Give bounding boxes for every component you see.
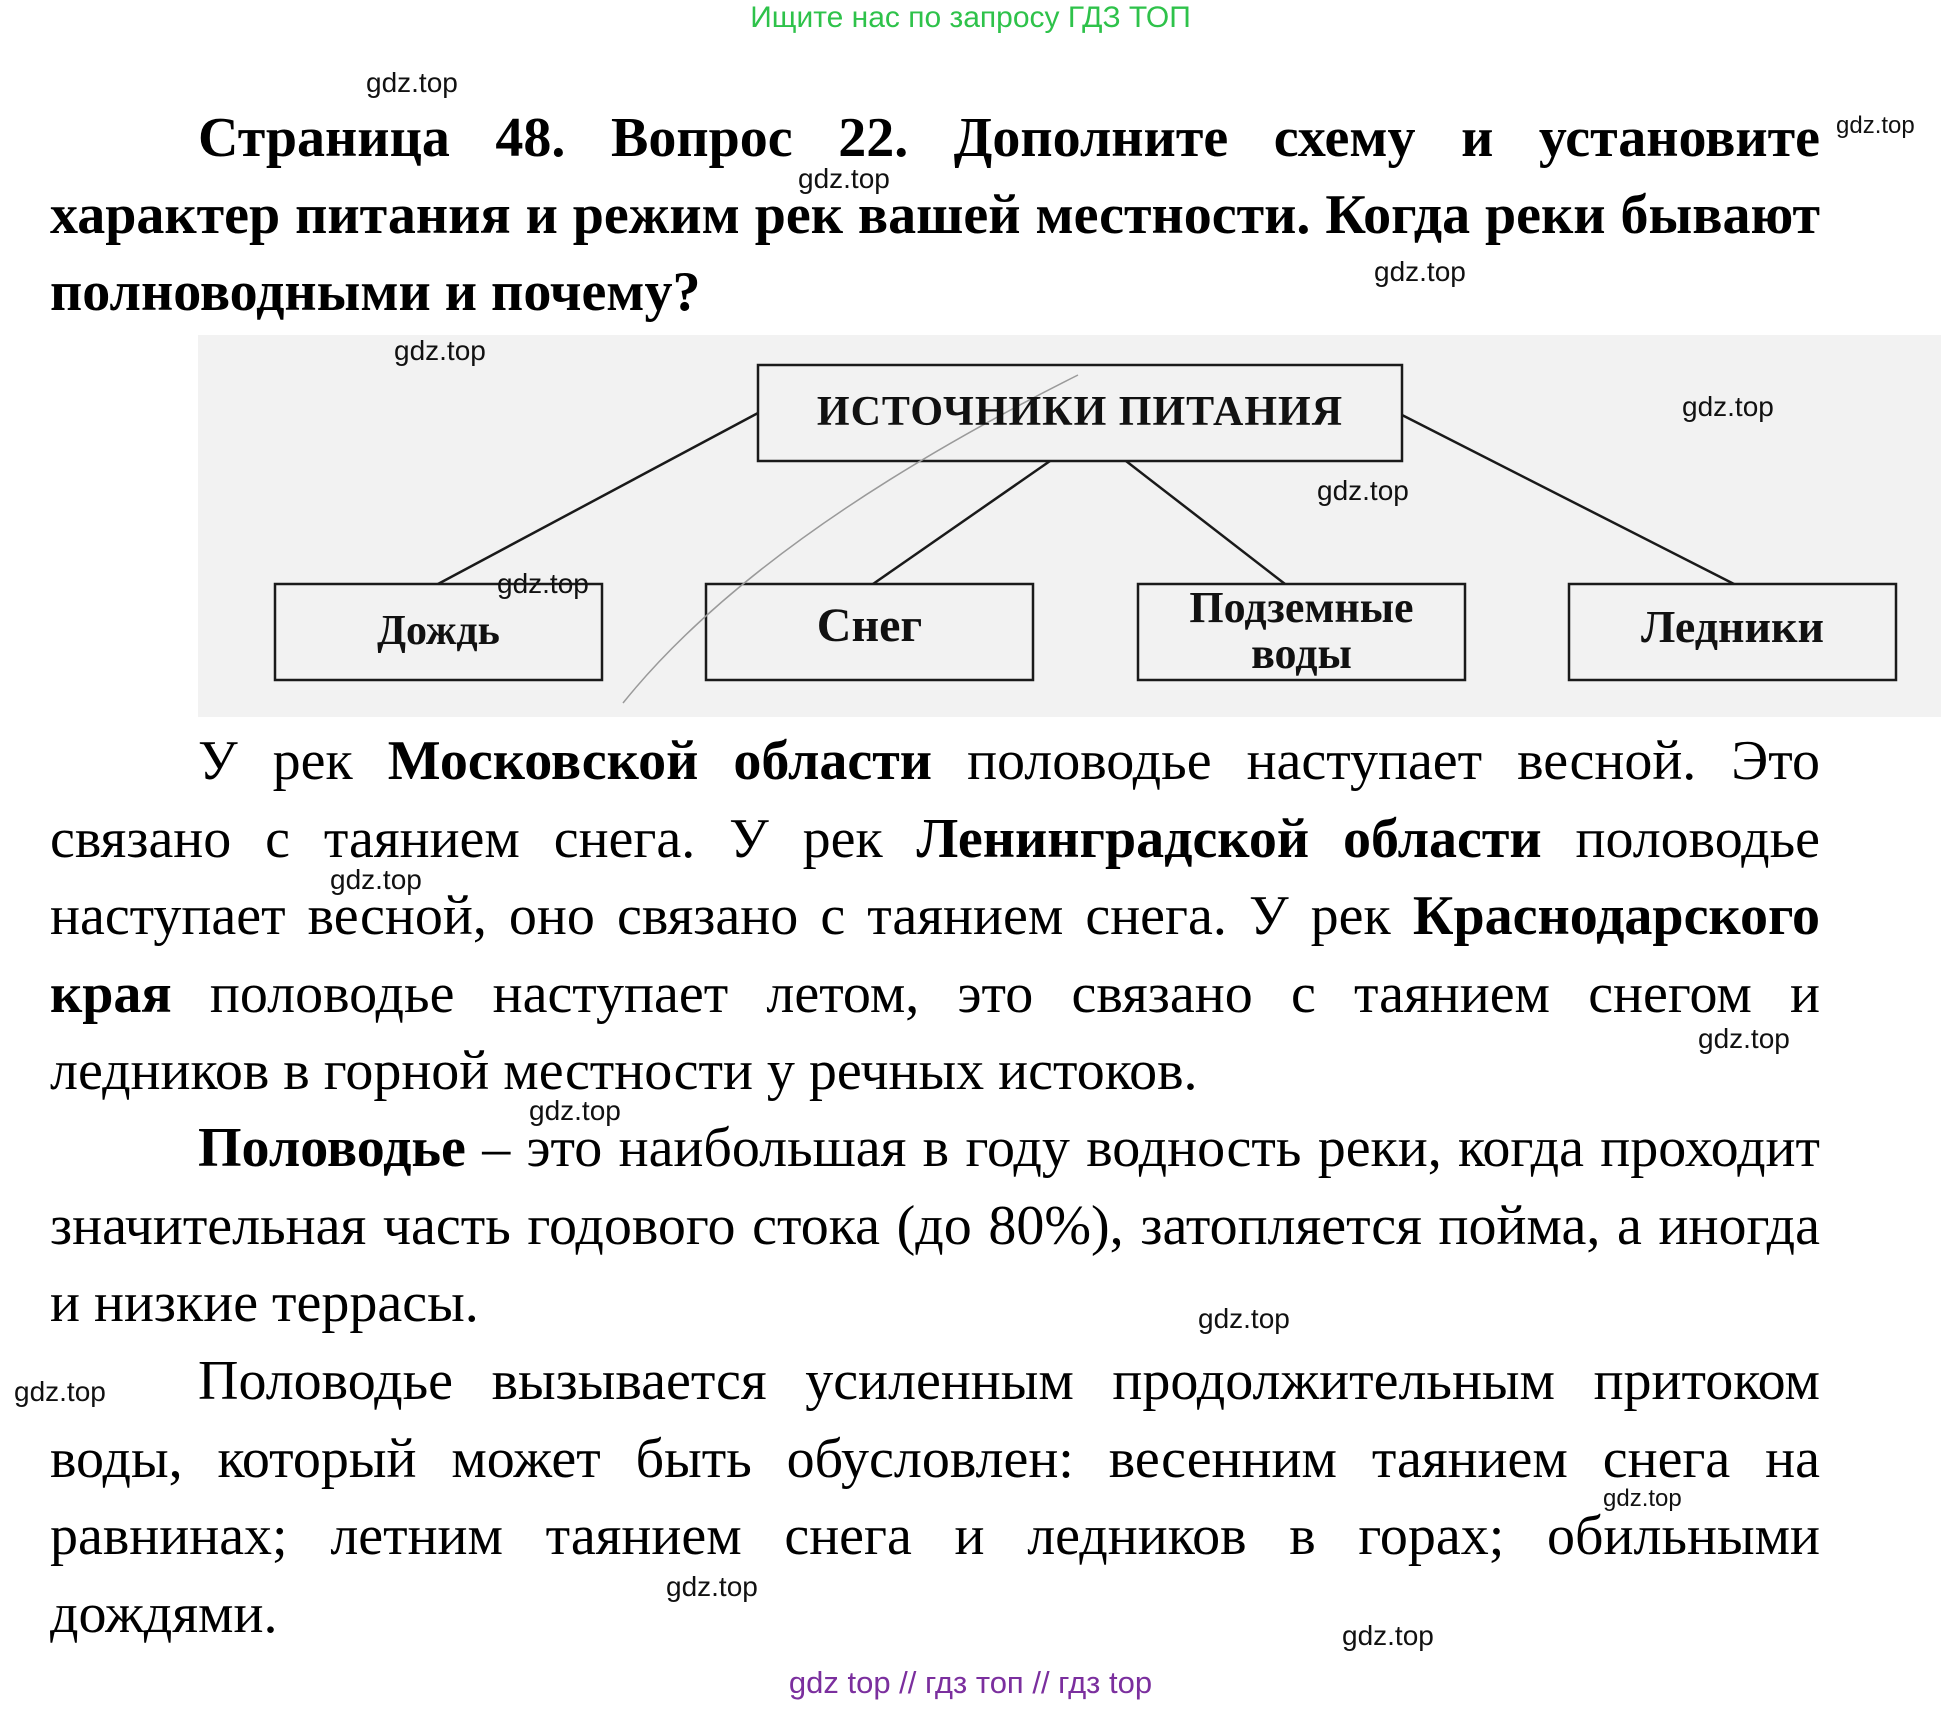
watermark: gdz.top <box>1342 1620 1434 1651</box>
watermark: gdz.top <box>497 568 589 599</box>
watermark: gdz.top <box>1198 1303 1290 1334</box>
root-box-label: ИСТОЧНИКИ ПИТАНИЯ <box>816 389 1344 435</box>
rain-box-label: Дождь <box>377 608 500 654</box>
watermark: gdz.top <box>14 1376 106 1407</box>
question-heading: Страница 48. Вопрос 22. Дополните схему … <box>50 107 1820 323</box>
connector-rain <box>437 411 759 586</box>
groundwater-box-label: Подземные воды <box>1189 583 1414 679</box>
snow-box-frame <box>704 582 1035 682</box>
flood-definition-paragraph: Половодье – это наибольшая в году воднос… <box>50 1110 1820 1343</box>
text-span: У рек <box>198 730 388 792</box>
scheme-lines <box>273 363 1898 704</box>
watermark: gdz.top <box>529 1095 621 1126</box>
watermark: gdz.top <box>394 335 486 366</box>
snow-box-label: Снег <box>816 599 923 652</box>
watermark: gdz.top <box>1698 1023 1790 1054</box>
watermark: gdz.top <box>1836 112 1915 139</box>
connector-glaciers <box>1401 413 1735 586</box>
watermark: gdz.top <box>1374 256 1466 287</box>
text-span: – это наибольшая в году водность реки, к… <box>50 1117 1820 1334</box>
watermark: gdz.top <box>1317 475 1409 506</box>
watermark: gdz.top <box>1603 1485 1682 1512</box>
pencil-stroke <box>622 374 1079 704</box>
watermark: gdz.top <box>330 864 422 895</box>
text-span: половодье наступает летом, это связано с… <box>50 962 1820 1103</box>
feeding-sources-scheme: ИСТОЧНИКИ ПИТАНИЯ Дождь Снег Подземные в… <box>198 335 1941 717</box>
text-span: половодье наступает весной. Это связано … <box>50 730 1820 870</box>
connector-snow <box>872 459 1051 586</box>
flood-causes-paragraph: Половодье вызывается усиленным продолжит… <box>50 1343 1820 1653</box>
watermark: gdz.top <box>366 67 458 98</box>
search-banner[interactable]: Ищите нас по запросу ГДЗ ТОП <box>750 1 1191 34</box>
footer-links[interactable]: gdz top // гдз топ // гдз top <box>788 1665 1153 1700</box>
glaciers-box-label: Ледники <box>1640 601 1825 652</box>
watermark: gdz.top <box>1682 391 1774 422</box>
watermark: gdz.top <box>798 163 890 194</box>
text-span: Половодье вызывается усиленным продолжит… <box>50 1350 1820 1645</box>
bold-region-leningrad: Ленинградской области <box>916 807 1542 870</box>
bold-region-moscow: Московской области <box>387 730 933 792</box>
connector-groundwater <box>1125 460 1286 585</box>
text-span: половодье наступает весной, оно связано … <box>50 807 1820 948</box>
watermark: gdz.top <box>666 1571 758 1602</box>
bold-region-krasnodar: Краснодарского края <box>50 885 1820 1025</box>
bold-term-flood: Половодье <box>198 1117 466 1179</box>
regions-paragraph: У рек Московской области половодье насту… <box>50 723 1820 1111</box>
groundwater-box-frame <box>1136 582 1467 682</box>
